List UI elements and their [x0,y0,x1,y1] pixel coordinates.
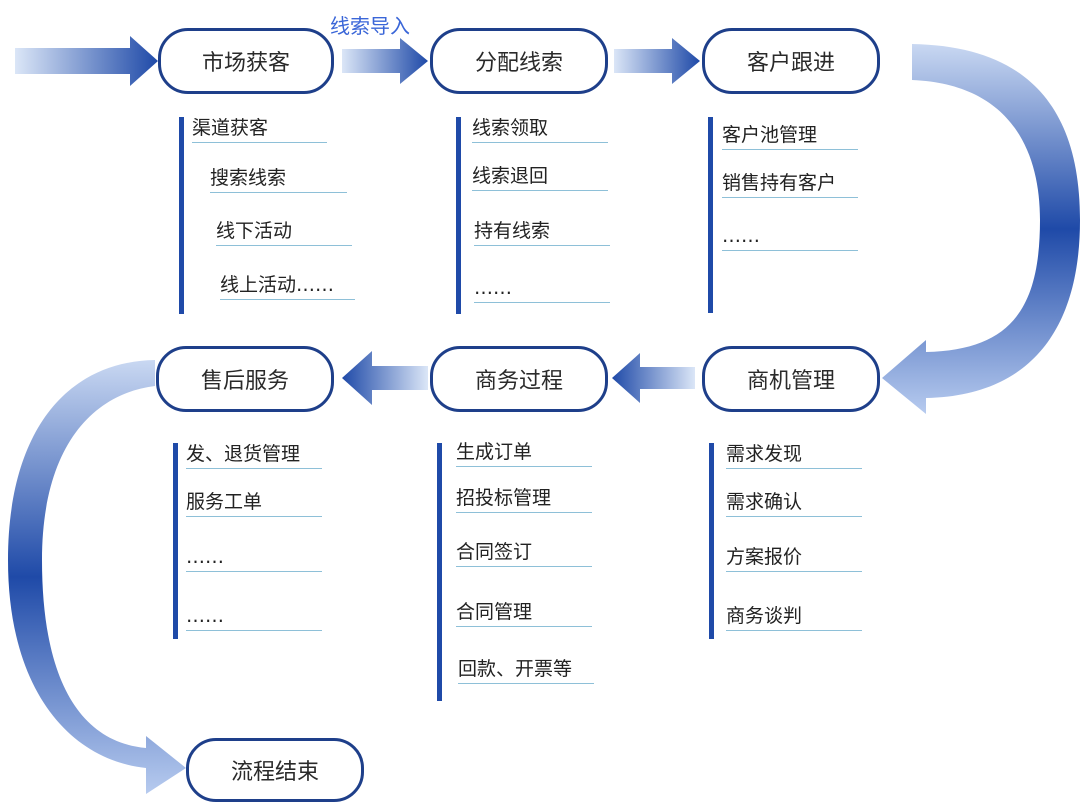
stage1-item: 线下活动 [216,220,352,246]
arrow-s4-s5 [612,353,695,403]
stage4-item: 商务谈判 [726,605,862,631]
stage-after-sales: 售后服务 [156,346,334,412]
stage4-item: 需求发现 [726,443,862,469]
stage2-item: 线索退回 [472,165,608,191]
arrow-label: 线索导入 [330,14,410,38]
stage5-item: 回款、开票等 [458,658,594,684]
stage3-item: …… [722,225,858,251]
stage3-bar [708,117,713,313]
stage5-item: 生成订单 [456,441,592,467]
stage5-item: 合同管理 [456,601,592,627]
stage2-bar [456,117,461,314]
stage1-item: 搜索线索 [210,167,347,193]
stage1-bar [179,117,184,314]
arrow-s2-s3 [614,38,700,84]
stage3-item: 客户池管理 [722,124,858,150]
stage6-item: 发、退货管理 [186,443,322,469]
stage-customer-followup: 客户跟进 [702,28,880,94]
stage4-item: 方案报价 [726,546,862,572]
arrow-s1-s2 [342,38,428,84]
stage6-bar [173,443,178,639]
stage5-bar [437,443,442,701]
stage6-item: …… [186,605,322,631]
stage6-item: …… [186,546,322,572]
stage-business-process: 商务过程 [430,346,608,412]
stage-assign-leads: 分配线索 [430,28,608,94]
stage2-item: …… [474,277,610,303]
arrow-entry [15,36,158,86]
stage-process-end: 流程结束 [186,738,364,802]
stage3-item: 销售持有客户 [722,172,858,198]
stage5-item: 招投标管理 [456,487,592,513]
stage-market-acquisition: 市场获客 [158,28,334,94]
stage2-item: 持有线索 [474,220,610,246]
stage1-item: 线上活动…… [220,274,355,300]
stage6-item: 服务工单 [186,491,322,517]
stage2-item: 线索领取 [472,117,608,143]
arrow-s5-s6 [342,351,428,405]
stage5-item: 合同签订 [456,541,592,567]
arrow-curve-left [8,360,186,794]
stage4-bar [709,443,714,639]
stage-opportunity-management: 商机管理 [702,346,880,412]
arrow-curve-right [882,44,1080,414]
stage4-item: 需求确认 [726,491,862,517]
stage1-item: 渠道获客 [192,117,327,143]
